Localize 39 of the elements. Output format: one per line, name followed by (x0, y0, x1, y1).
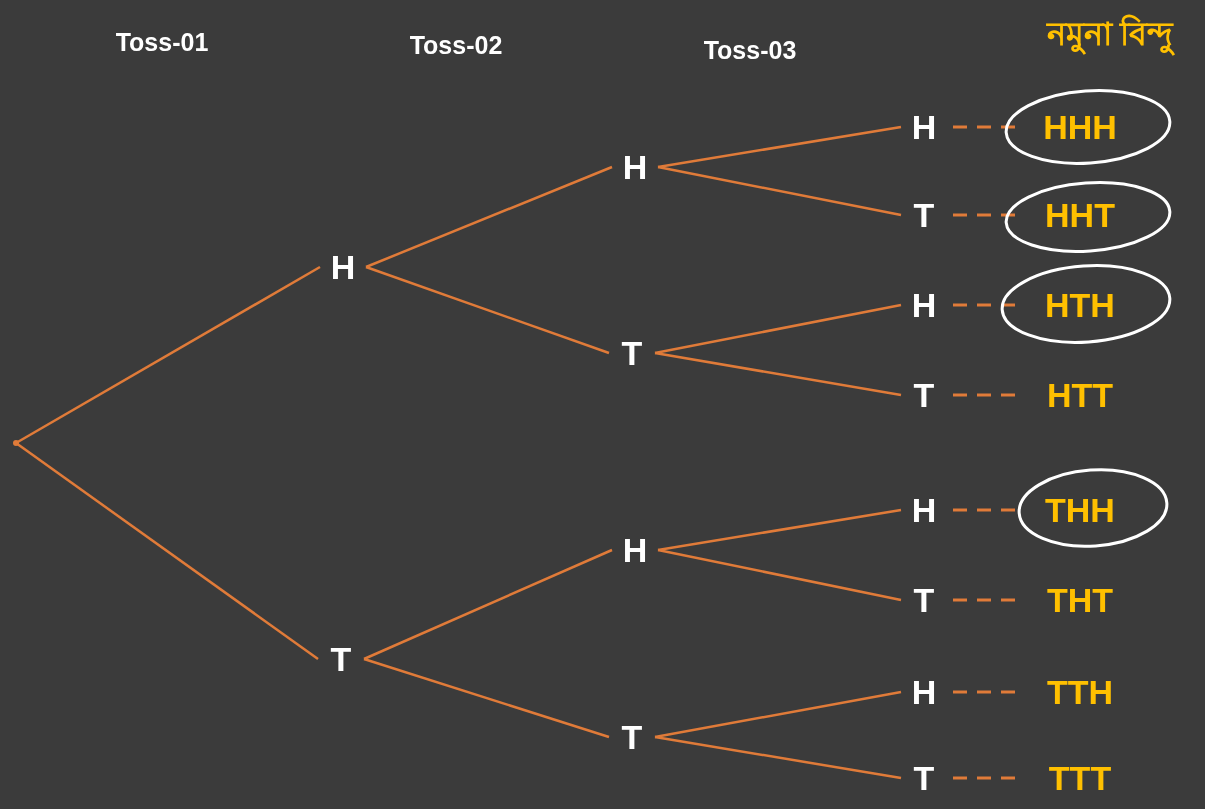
sample-point: HTH (1037, 285, 1123, 325)
tree-branch (363, 548, 613, 661)
outcome-letter: H (618, 147, 652, 187)
outcome-letter: T (907, 375, 941, 415)
branch-point (13, 440, 19, 446)
outcome-letter: H (326, 247, 360, 287)
column-heading: Toss-02 (409, 30, 503, 60)
sample-point: HTT (1037, 375, 1123, 415)
outcome-letter: H (907, 490, 941, 530)
column-heading: Toss-01 (115, 27, 209, 57)
tree-branch (365, 265, 610, 355)
outcome-letter: H (907, 285, 941, 325)
sample-point: THT (1037, 580, 1123, 620)
sample-point: TTT (1037, 758, 1123, 798)
tree-branch (654, 735, 902, 780)
tree-branch (654, 303, 902, 355)
outcome-letter: H (907, 672, 941, 712)
tree-branch (654, 690, 902, 739)
outcome-letter: H (618, 530, 652, 570)
sample-point: TTH (1037, 672, 1123, 712)
outcome-letter: T (615, 717, 649, 757)
sample-point: HHT (1037, 195, 1123, 235)
column-heading: নমুনা বিন্দু (1046, 9, 1174, 63)
tree-branch (363, 657, 610, 739)
tree-branch (657, 165, 902, 217)
tree-branch (657, 508, 902, 552)
outcome-letter: H (907, 107, 941, 147)
tree-branch (657, 125, 902, 169)
outcome-letter: T (907, 758, 941, 798)
outcome-letter: T (907, 195, 941, 235)
tree-branch (654, 351, 902, 397)
sample-point: HHH (1037, 107, 1123, 147)
outcome-letter: T (907, 580, 941, 620)
sample-point: THH (1037, 490, 1123, 530)
outcome-letter: T (615, 333, 649, 373)
outcome-letter: T (324, 639, 358, 679)
tree-branch (657, 548, 902, 602)
column-heading: Toss-03 (703, 35, 797, 65)
tree-branch (365, 165, 613, 269)
